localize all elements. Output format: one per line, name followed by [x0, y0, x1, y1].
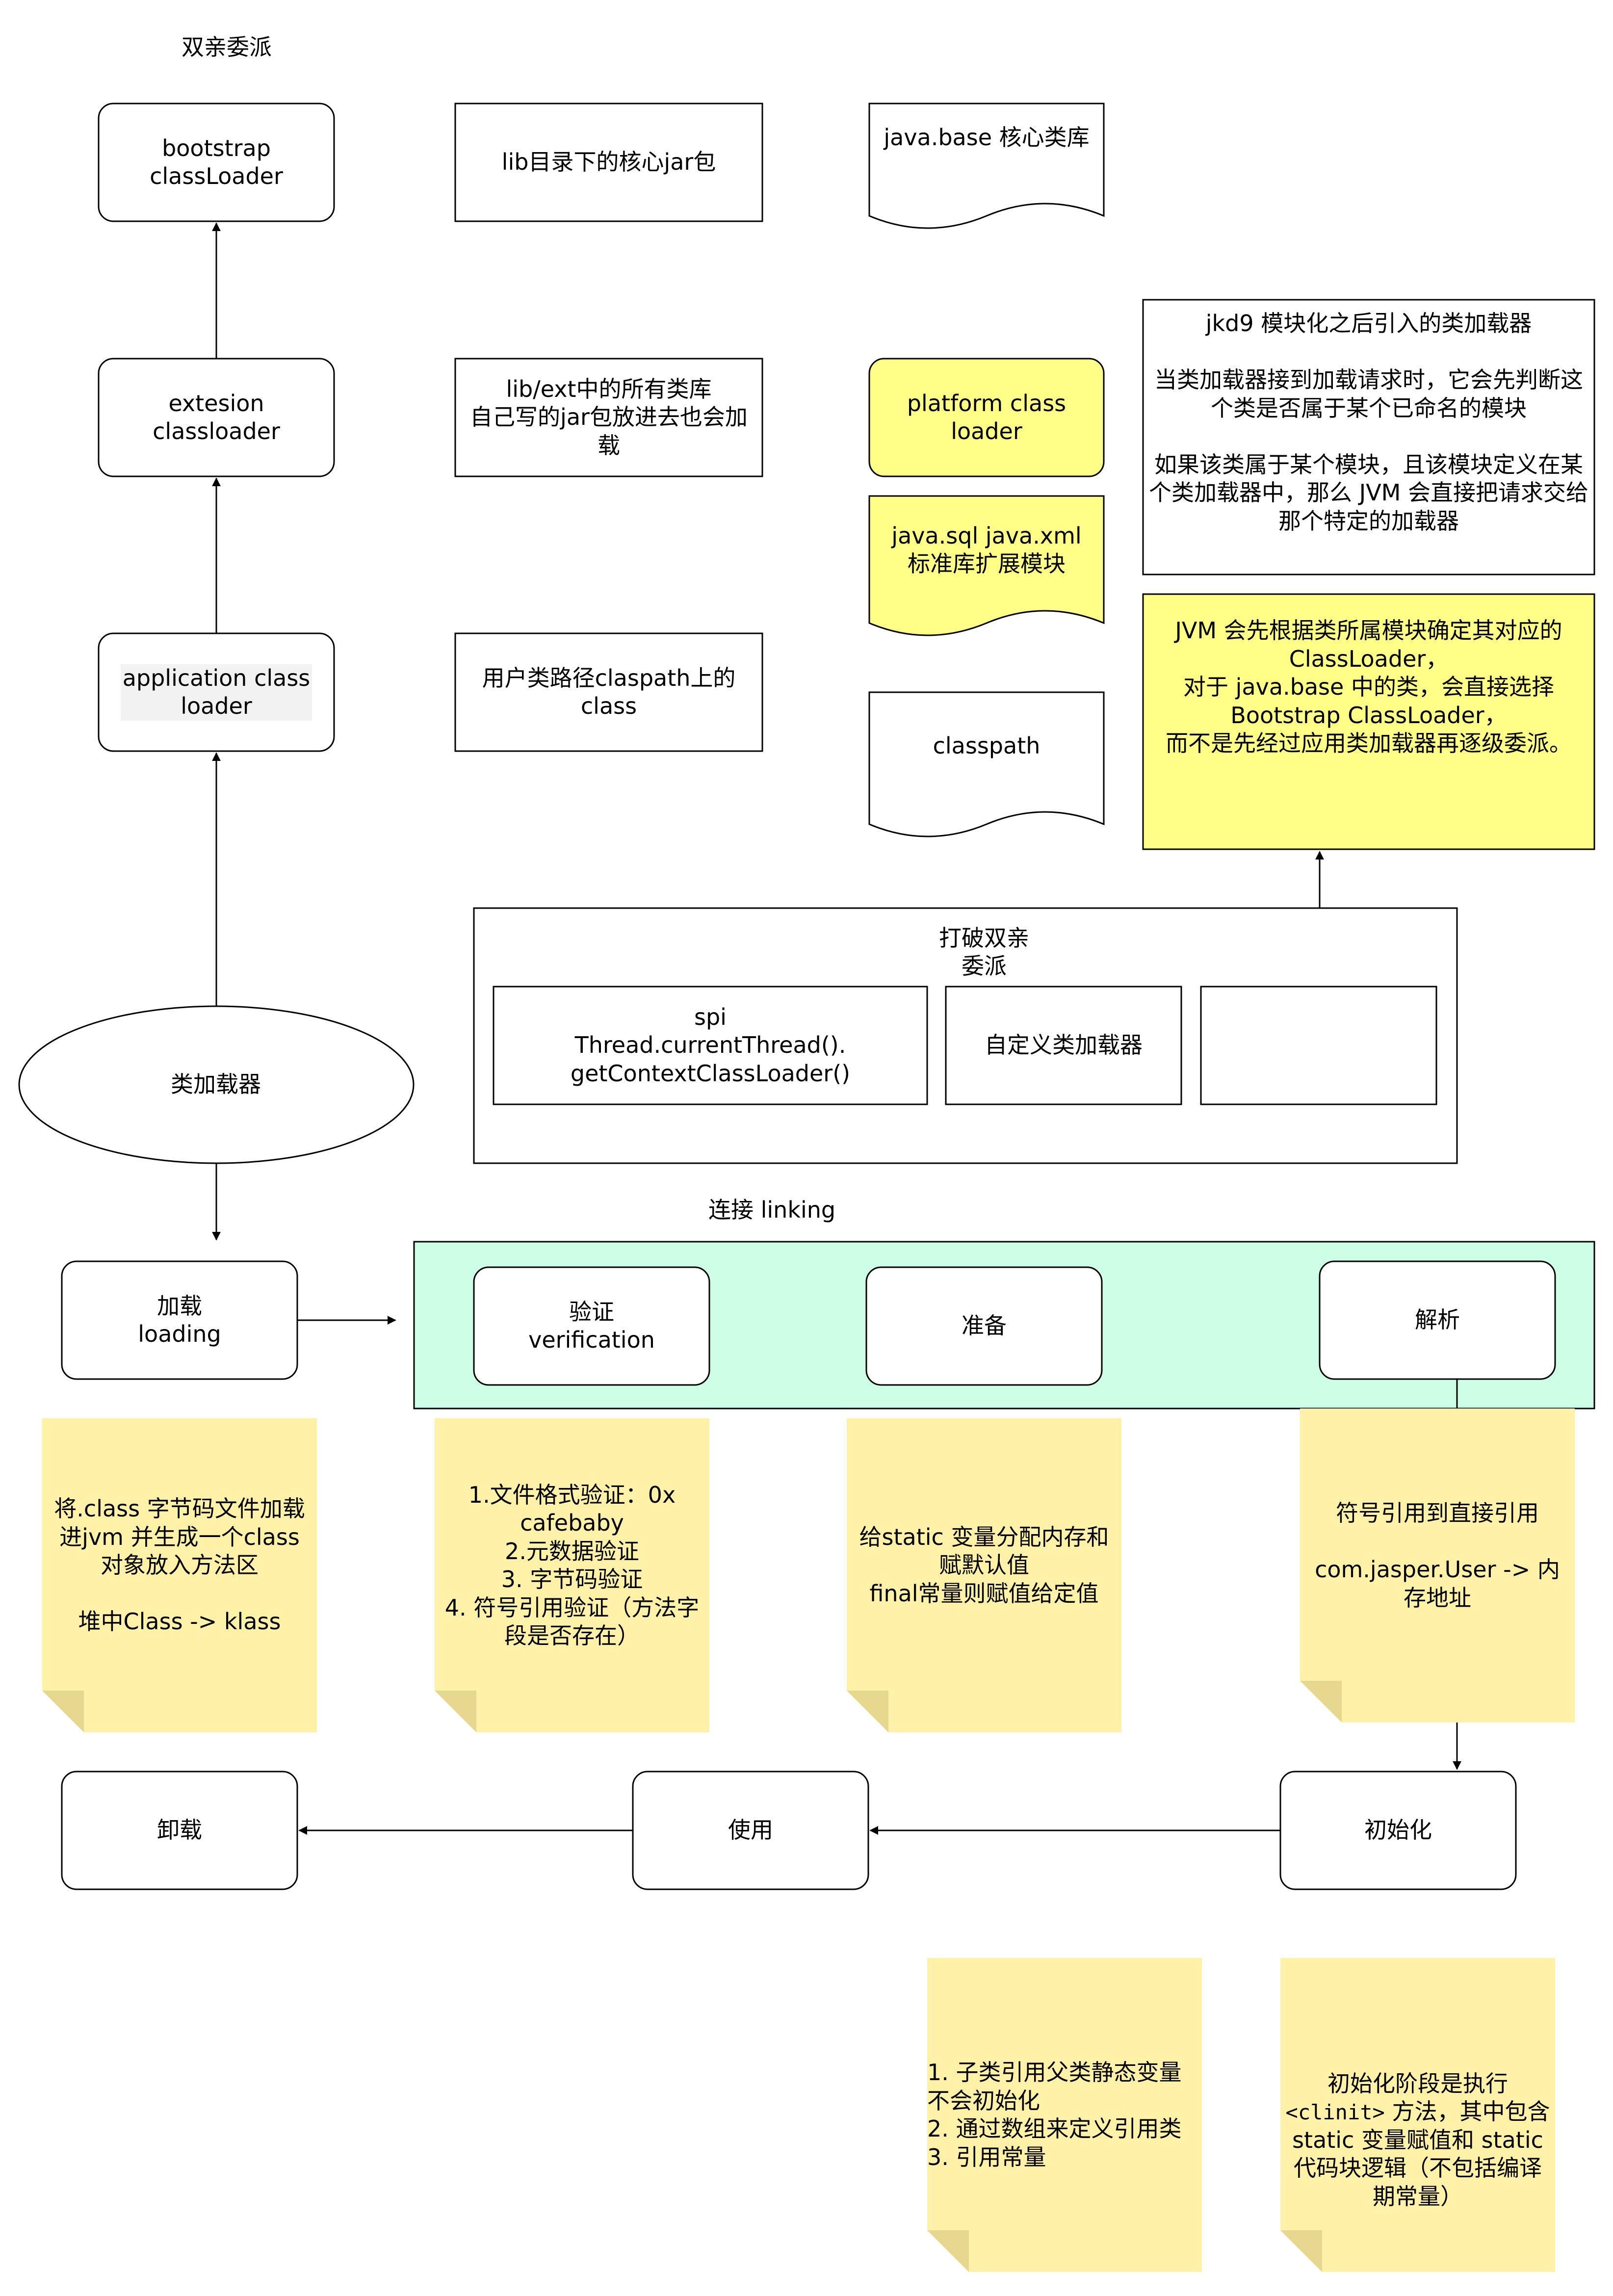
lib-core-box[interactable]: [454, 103, 763, 222]
resolve-note-fold: [1300, 1681, 1342, 1722]
unload-label: 卸载: [157, 1817, 202, 1844]
lib-ext-label: lib/ext中的所有类库 自己写的jar包放进去也会加 载: [470, 375, 748, 459]
bootstrap-label: bootstrap classLoader: [150, 134, 283, 190]
unload-box[interactable]: [61, 1771, 298, 1890]
verify-note-shape[interactable]: [435, 1418, 709, 1732]
break-delegation-title: 打破双亲 委派: [939, 924, 1029, 980]
loading-note-fold: [42, 1691, 84, 1732]
init-cases-note-shape[interactable]: [927, 1958, 1202, 2272]
loading-note-shape[interactable]: [42, 1418, 317, 1732]
verification-box[interactable]: [473, 1266, 710, 1386]
clinit-suffix: 方法，其中包含 static 变量赋值和 static 代码块逻辑（不包括编译期…: [1292, 2098, 1550, 2210]
platform-classloader-box[interactable]: [868, 358, 1105, 477]
jvm-module-label: JVM 会先根据类所属模块确定其对应的 ClassLoader， 对于 java…: [1166, 617, 1572, 757]
verification-label: 验证 verification: [528, 1298, 655, 1354]
spi-label: spi Thread.currentThread(). getContextCl…: [570, 1003, 851, 1087]
linking-title: 连接 linking: [708, 1197, 836, 1223]
diagram-title: 双亲委派: [182, 34, 272, 60]
resolve-label: 解析: [1415, 1306, 1460, 1333]
user-classpath-box[interactable]: [454, 632, 763, 752]
bootstrap-classloader-box[interactable]: [98, 103, 335, 222]
lib-core-label: lib目录下的核心jar包: [501, 149, 716, 176]
prepare-note-fold: [847, 1691, 888, 1732]
java-base-document[interactable]: [868, 103, 1105, 229]
resolve-note-shape[interactable]: [1300, 1409, 1575, 1722]
platform-label: platform class loader: [907, 390, 1067, 445]
lib-ext-box[interactable]: [454, 358, 763, 477]
clinit-note-shape[interactable]: [1280, 1958, 1555, 2272]
resolve-box[interactable]: [1319, 1260, 1556, 1380]
clinit-prefix: 初始化阶段是执行: [1327, 2070, 1508, 2097]
clinit-note-fold: [1280, 2230, 1322, 2272]
prepare-label: 准备: [962, 1312, 1007, 1339]
extension-label: extesion classloader: [153, 390, 280, 445]
init-cases-note-fold: [927, 2230, 969, 2272]
loading-note-text: 将.class 字节码文件加载进jvm 并生成一个class 对象放入方法区 堆…: [54, 1495, 305, 1635]
java-base-label: java.base 核心类库: [884, 124, 1090, 151]
custom-classloader-label: 自定义类加载器: [985, 1032, 1143, 1059]
prepare-box[interactable]: [865, 1266, 1103, 1386]
jdk9-description-box[interactable]: [1142, 299, 1595, 575]
spi-box[interactable]: [493, 986, 928, 1105]
classloader-label: 类加载器: [171, 1071, 261, 1098]
classpath-label: classpath: [933, 732, 1041, 759]
init-cases-note-text: 1. 子类引用父类静态变量不会初始化 2. 通过数组来定义引用类 3. 引用常量: [927, 2059, 1182, 2170]
verify-note-text: 1.文件格式验证：0x cafebaby 2.元数据验证 3. 字节码验证 4.…: [444, 1481, 700, 1649]
empty-box[interactable]: [1200, 986, 1437, 1105]
java-sql-document[interactable]: [868, 495, 1105, 636]
jvm-module-box[interactable]: [1142, 593, 1595, 850]
application-label: application class loader: [104, 638, 329, 746]
prepare-note-text: 给static 变量分配内存和赋默认值 final常量则赋值给定值: [859, 1523, 1109, 1607]
prepare-note-shape[interactable]: [847, 1418, 1121, 1732]
clinit-code: <clinit>: [1285, 2100, 1385, 2124]
custom-classloader-box[interactable]: [945, 986, 1182, 1105]
verify-note-fold: [435, 1691, 476, 1732]
jdk9-label: jkd9 模块化之后引入的类加载器 当类加载器接到加载请求时，它会先判断这个类是…: [1149, 310, 1588, 534]
java-sql-label: java.sql java.xml 标准库扩展模块: [891, 522, 1082, 577]
resolve-note-text: 符号引用到直接引用 com.jasper.User -> 内存地址: [1315, 1500, 1560, 1611]
clinit-note-text: 初始化阶段是执行 <clinit> 方法，其中包含 static 变量赋值和 s…: [1285, 2012, 1550, 2218]
classpath-document[interactable]: [868, 691, 1105, 837]
use-label: 使用: [728, 1817, 773, 1844]
init-label: 初始化: [1364, 1817, 1432, 1844]
user-classpath-label: 用户类路径claspath上的 class: [482, 664, 736, 720]
loading-label: 加载 loading: [138, 1292, 221, 1348]
